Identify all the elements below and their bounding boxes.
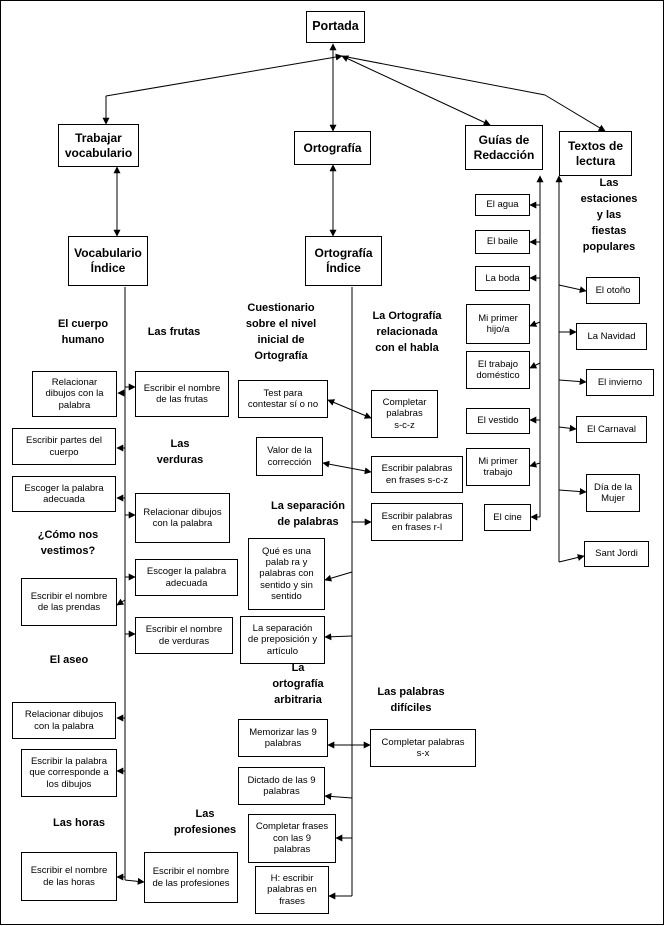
link-t-invierno [558,378,587,386]
node-el-otono[interactable]: El otoño [586,277,640,304]
link-v-prendas [116,598,126,606]
node-completar-frases-9[interactable]: Completar frases con las 9 palabras [248,814,336,863]
node-completar-sx[interactable]: Completar palabras s-x [370,729,476,767]
node-la-navidad[interactable]: La Navidad [576,323,647,350]
node-dictado-palabras[interactable]: Dictado de las 9 palabras [238,767,325,805]
label-el-aseo: El aseo [49,654,89,667]
node-vocabulario-indice[interactable]: Vocabulario Índice [68,236,148,286]
node-ortografia[interactable]: Ortografía [294,131,371,165]
node-escribir-profesiones[interactable]: Escribir el nombre de las profesiones [144,852,238,903]
node-dia-de-la-mujer[interactable]: Día de la Mujer [586,474,640,512]
node-relacionar-dibujos-1[interactable]: Relacionar dibujos con la palabra [32,371,117,417]
link-g-trabajo [529,362,541,369]
label-el-cuerpo-humano: El cuerpo humano [57,318,109,346]
node-escribir-prendas[interactable]: Escribir el nombre de las prendas [21,578,117,626]
node-test-si-no[interactable]: Test para contestar sí o no [238,380,328,418]
node-completar-scz[interactable]: Completar palabras s-c-z [371,390,438,438]
node-trabajo-domestico[interactable]: El trabajo doméstico [466,351,530,389]
node-ortografia-indice[interactable]: Ortografía Índice [305,236,382,286]
label-ortografia-habla: La Ortografía relacionada con el habla [372,310,442,354]
link-t-otono [558,284,587,294]
link-t-carnaval [558,424,577,432]
link-o-separacion [324,633,353,641]
node-el-vestido[interactable]: El vestido [466,408,530,434]
node-escoger-palabra-1[interactable]: Escoger la palabra adecuada [12,476,116,512]
label-palabras-dificiles: Las palabras difíciles [377,686,445,714]
label-cuestionario: Cuestionario sobre el nivel inicial de O… [245,302,317,362]
node-el-invierno[interactable]: El invierno [586,369,654,396]
node-escribir-frases-rl[interactable]: Escribir palabras en frases r-l [371,503,463,541]
node-escribir-partes-cuerpo[interactable]: Escribir partes del cuerpo [12,428,116,465]
link-t-mujer [558,488,587,496]
label-separacion-palabras: La separación de palabras [271,500,345,528]
link-o-valor-scz2 [322,460,372,475]
node-relacionar-dibujos-2[interactable]: Relacionar dibujos con la palabra [12,702,116,739]
link-t-jordi [558,554,585,563]
node-trabajar-vocabulario[interactable]: Trabajar vocabulario [58,124,139,167]
node-mi-primer-trabajo[interactable]: Mi primer trabajo [466,448,530,486]
label-ortografia-arbitraria: La ortografía arbitraria [272,662,324,706]
node-escribir-frutas[interactable]: Escribir el nombre de las frutas [135,371,229,417]
node-la-boda[interactable]: La boda [475,266,530,291]
node-separacion-preposicion[interactable]: La separación de preposición y artículo [240,616,325,664]
link-v-profesiones [124,877,145,885]
node-relacionar-dibujos-3[interactable]: Relacionar dibujos con la palabra [135,493,230,543]
node-portada[interactable]: Portada [306,11,365,43]
node-textos-lectura[interactable]: Textos de lectura [559,131,632,176]
link-o-queesuna [324,571,353,582]
label-como-nos-vestimos: ¿Cómo nos vestimos? [37,529,99,557]
link-o-test-scz1 [327,399,372,419]
node-escribir-frases-scz[interactable]: Escribir palabras en frases s-c-z [371,456,463,493]
label-estaciones-fiestas: Las estaciones y las fiestas populares [580,177,638,253]
link-textos-drop [544,94,606,132]
node-que-es-una-palabra[interactable]: Qué es una palab ra y palabras con senti… [248,538,325,610]
label-las-frutas: Las frutas [147,326,201,339]
link-portada-trabajar [105,53,343,97]
label-las-verduras: Las verduras [156,438,204,466]
link-portada-guias [341,55,491,126]
node-sant-jordi[interactable]: Sant Jordi [584,541,649,567]
node-guias-redaccion[interactable]: Guías de Redacción [465,125,543,170]
label-las-profesiones: Las profesiones [173,808,237,836]
label-las-horas: Las horas [53,817,105,830]
node-el-carnaval[interactable]: El Carnaval [576,416,647,443]
node-escribir-verduras[interactable]: Escribir el nombre de verduras [135,617,233,654]
node-escoger-palabra-2[interactable]: Escoger la palabra adecuada [135,559,238,596]
node-memorizar-palabras[interactable]: Memorizar las 9 palabras [238,719,328,757]
node-h-escribir-palabras[interactable]: H: escribir palabras en frases [255,866,329,914]
node-escribir-horas[interactable]: Escribir el nombre de las horas [21,852,117,901]
node-valor-correccion[interactable]: Valor de la corrección [256,437,323,476]
node-escribir-palabra-dibujos[interactable]: Escribir la palabra que corresponde a lo… [21,749,117,797]
node-el-baile[interactable]: El baile [475,230,530,254]
link-o-dictado [324,792,353,800]
node-mi-primer-hijo[interactable]: Mi primer hijo/a [466,304,530,344]
node-el-agua[interactable]: El agua [475,194,530,216]
link-portada-textos [341,55,546,96]
node-el-cine[interactable]: El cine [484,504,531,531]
link-g-hijo [529,320,541,327]
link-g-trabajo2 [529,460,541,468]
